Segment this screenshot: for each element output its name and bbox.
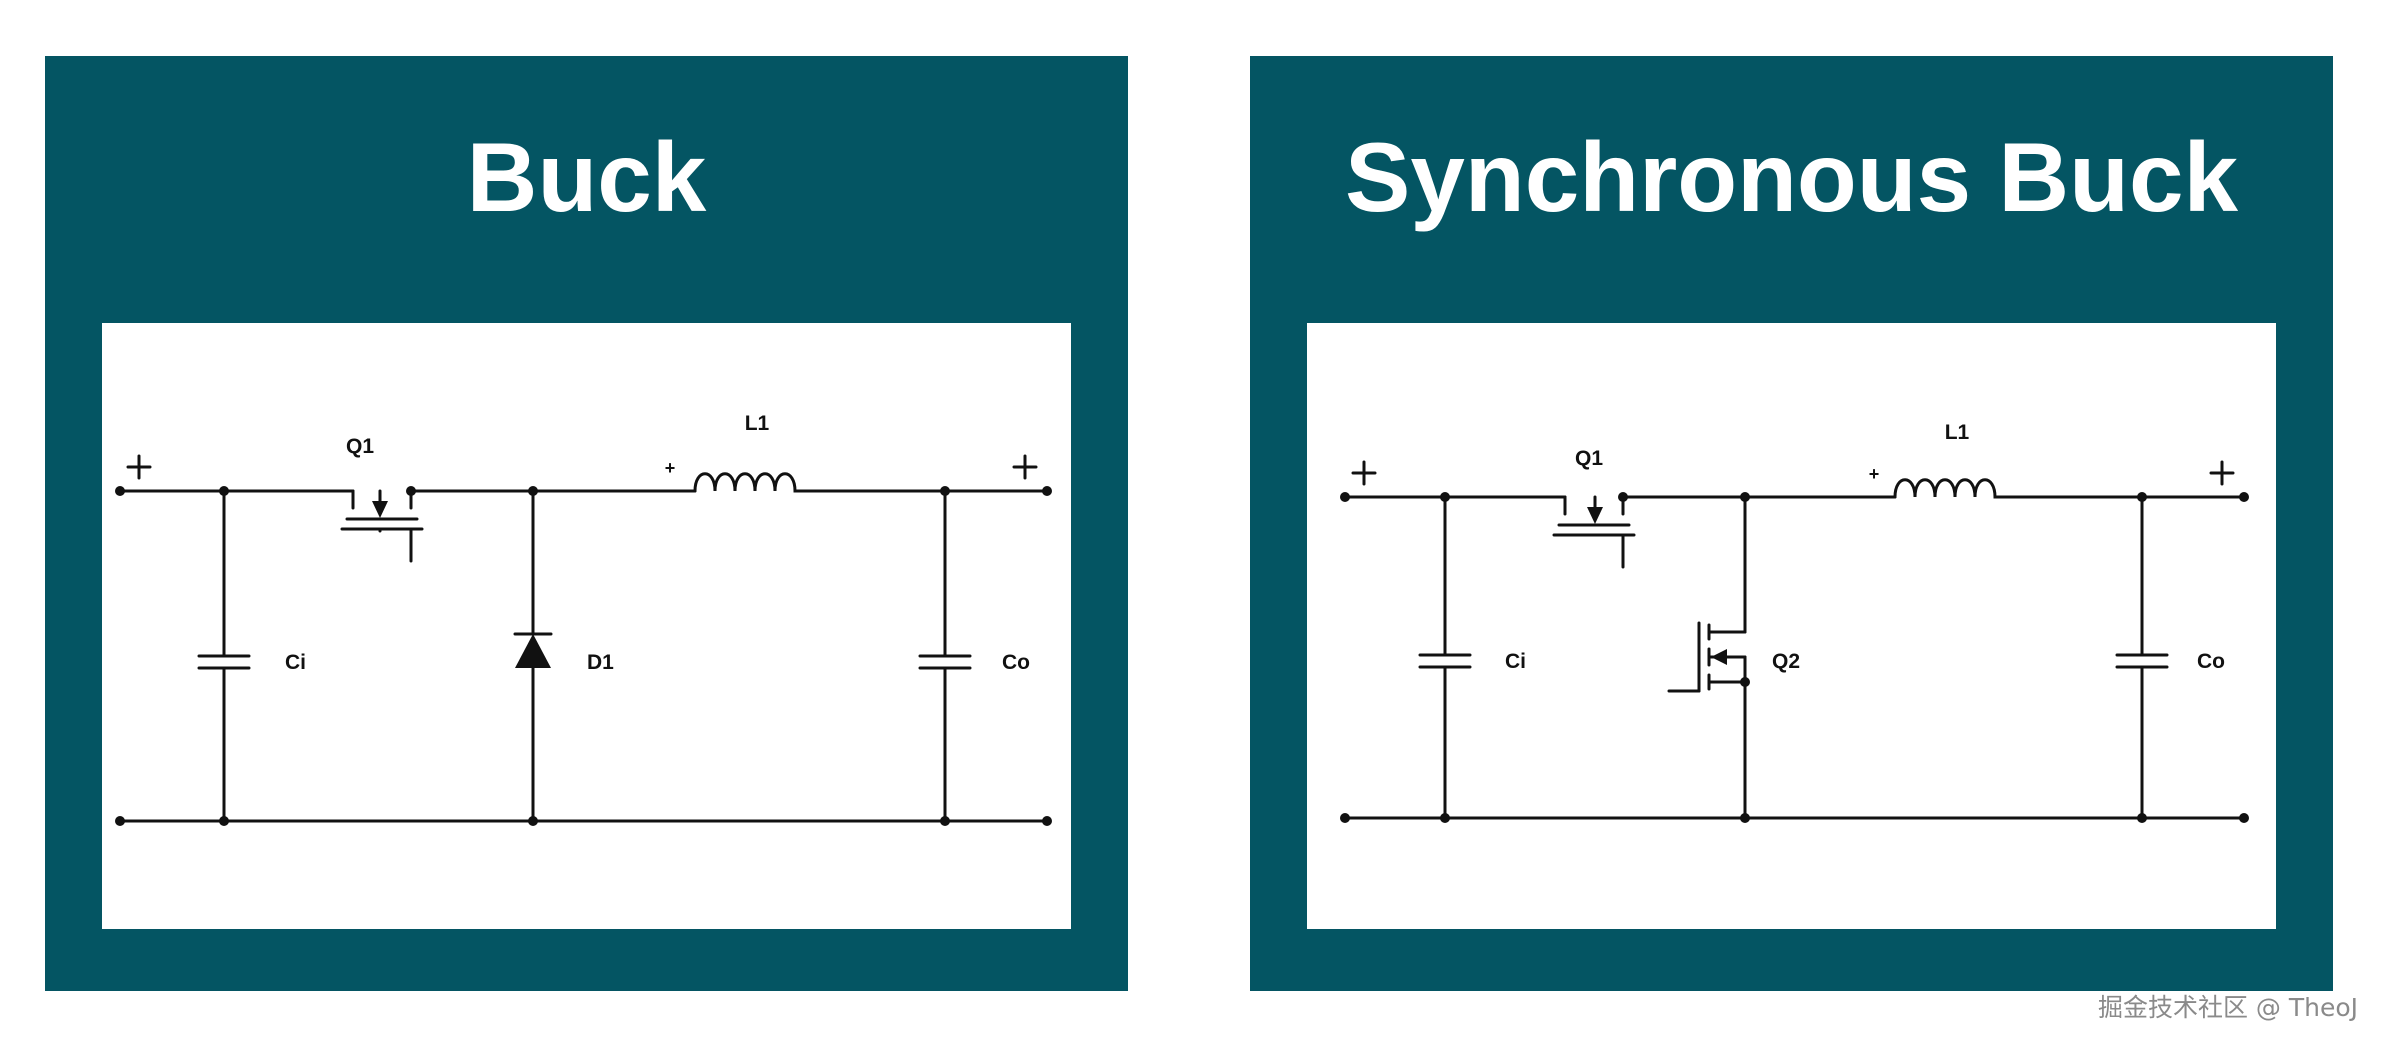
sync-l1-plus-label: + xyxy=(1869,464,1880,484)
sync-ci-label: Ci xyxy=(1505,650,1526,673)
watermark-text: 掘金技术社区 @ TheoJ xyxy=(2097,993,2358,1022)
buck-q1-label: Q1 xyxy=(346,435,374,458)
buck-ci-label: Ci xyxy=(285,651,306,674)
buck-circuit: Q1 L1 + Ci D1 Co xyxy=(115,412,1052,826)
sync-q1-mosfet xyxy=(1552,495,1636,569)
sync-buck-title: Synchronous Buck xyxy=(1344,122,2239,232)
buck-junctions xyxy=(115,486,1052,826)
buck-l1-label: L1 xyxy=(745,412,770,435)
sync-buck-panel: Synchronous Buck xyxy=(1250,56,2333,991)
buck-l1-plus-label: + xyxy=(665,458,676,478)
sync-q2-label: Q2 xyxy=(1772,650,1800,673)
buck-schematic: Q1 L1 + Ci D1 Co xyxy=(102,323,1071,929)
buck-title: Buck xyxy=(466,122,707,232)
sync-co-capacitor xyxy=(2115,495,2169,820)
sync-l1-label: L1 xyxy=(1945,421,1970,444)
buck-in-plus-icon xyxy=(126,454,152,480)
sync-buck-circuit: Q1 L1 + Ci Q2 Co xyxy=(1340,421,2249,823)
sync-q2-mosfet xyxy=(1667,495,1747,820)
buck-d1-diode xyxy=(513,489,553,823)
buck-panel: Buck xyxy=(45,56,1128,991)
sync-junctions xyxy=(1340,492,2249,823)
buck-co-label: Co xyxy=(1002,651,1030,674)
sync-in-plus-icon xyxy=(1351,460,1377,486)
buck-l1-inductor xyxy=(693,472,816,493)
sync-out-plus-icon xyxy=(2209,460,2235,486)
buck-co-capacitor xyxy=(918,489,972,823)
buck-out-plus-icon xyxy=(1012,454,1038,480)
sync-co-label: Co xyxy=(2197,650,2225,673)
buck-q1-mosfet xyxy=(340,489,424,563)
sync-buck-schematic: Q1 L1 + Ci Q2 Co xyxy=(1307,323,2276,929)
sync-ci-capacitor xyxy=(1418,495,1472,820)
buck-ci-capacitor xyxy=(197,489,251,823)
buck-d1-label: D1 xyxy=(587,651,614,674)
sync-l1-inductor xyxy=(1893,478,2015,499)
sync-q1-label: Q1 xyxy=(1575,447,1603,470)
